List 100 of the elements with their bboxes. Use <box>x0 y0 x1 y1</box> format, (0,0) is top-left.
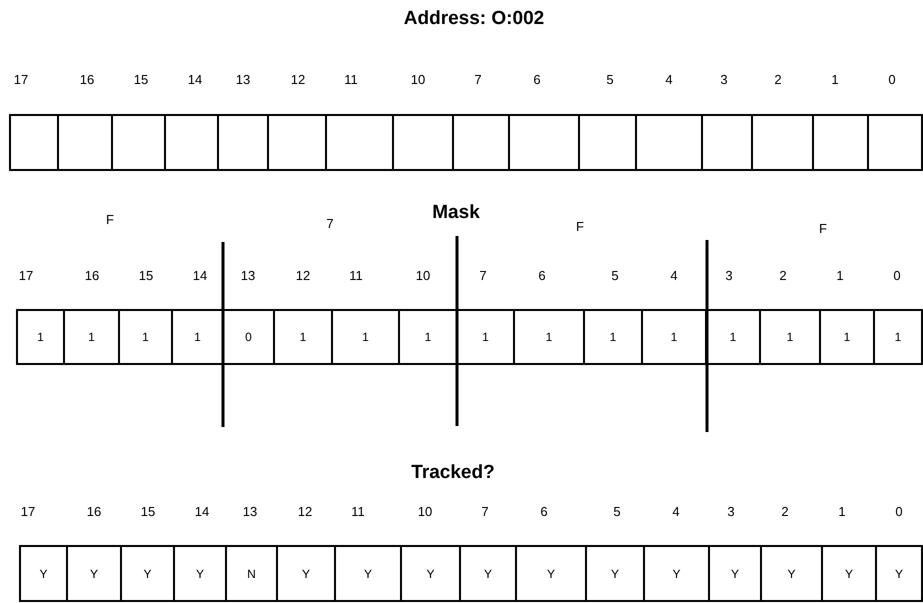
bit-cell: Y <box>173 545 227 602</box>
empty-bit-cell <box>578 114 637 171</box>
bit-number: 4 <box>672 504 680 520</box>
empty-bit-cell <box>57 114 113 171</box>
bit-number: 6 <box>540 504 548 520</box>
bit-number: 16 <box>80 72 94 88</box>
bit-cell: 1 <box>171 309 224 365</box>
bit-number: 1 <box>831 72 839 88</box>
bit-number: 2 <box>774 72 782 88</box>
bit-number: 7 <box>481 504 489 520</box>
bit-number: 12 <box>290 72 306 88</box>
empty-bit-cell <box>508 114 580 171</box>
bit-cell: 1 <box>583 309 643 365</box>
bit-number: 15 <box>140 504 156 520</box>
bit-cell: 1 <box>331 309 400 365</box>
empty-bit-cell <box>812 114 869 171</box>
bit-cell: 1 <box>759 309 821 365</box>
bit-cell: 0 <box>222 309 275 365</box>
bit-cell: Y <box>19 545 68 602</box>
empty-bit-cell <box>325 114 394 171</box>
empty-bit-cell <box>751 114 814 171</box>
bit-cell: 1 <box>273 309 333 365</box>
bit-number: 3 <box>727 504 735 520</box>
bit-cell: Y <box>643 545 710 602</box>
bit-number: 5 <box>606 72 614 88</box>
bit-cell: Y <box>760 545 823 602</box>
bit-cell: 1 <box>398 309 458 365</box>
bit-number: 6 <box>533 72 541 88</box>
bit-number: 13 <box>236 72 250 88</box>
diagram-title: Address: O:002 <box>404 8 544 30</box>
hex-digit: F <box>819 221 827 237</box>
bit-cell: Y <box>276 545 336 602</box>
bit-number: 2 <box>781 504 789 520</box>
bit-number: 14 <box>188 72 202 88</box>
bit-number: 10 <box>418 504 432 520</box>
bit-cell: Y <box>708 545 762 602</box>
bit-number: 3 <box>720 72 728 88</box>
bit-number: 16 <box>84 268 100 284</box>
bit-number: 0 <box>893 268 901 284</box>
bit-number: 5 <box>613 504 621 520</box>
bit-number: 15 <box>138 268 154 284</box>
bit-cell: Y <box>515 545 587 602</box>
bit-number: 17 <box>14 72 28 88</box>
bit-cell: 1 <box>819 309 875 365</box>
bit-number: 11 <box>344 72 358 88</box>
bit-number: 17 <box>18 268 34 284</box>
bit-cell: Y <box>459 545 517 602</box>
empty-bit-cell <box>217 114 269 171</box>
bit-number: 14 <box>192 268 208 284</box>
bit-cell: Y <box>120 545 175 602</box>
bit-number: 15 <box>134 72 148 88</box>
bit-number: 13 <box>242 504 258 520</box>
bit-cell: Y <box>875 545 923 602</box>
bit-number: 1 <box>836 268 844 284</box>
bit-number: 10 <box>416 268 430 284</box>
bit-cell: Y <box>334 545 402 602</box>
bit-cell: 1 <box>118 309 173 365</box>
bit-number: 7 <box>474 72 482 88</box>
hex-digit: F <box>106 212 114 228</box>
bit-cell: Y <box>585 545 645 602</box>
bit-cell: N <box>225 545 278 602</box>
hex-digit: F <box>576 219 584 235</box>
bit-number: 12 <box>298 504 312 520</box>
bit-number: 17 <box>20 504 36 520</box>
bit-cell: 1 <box>513 309 585 365</box>
bit-cell: 1 <box>641 309 707 365</box>
empty-bit-cell <box>111 114 166 171</box>
bit-cell: 1 <box>873 309 923 365</box>
bit-cell: Y <box>821 545 877 602</box>
empty-bit-cell <box>392 114 454 171</box>
bit-cell: 1 <box>63 309 120 365</box>
bit-number: 3 <box>725 268 733 284</box>
bit-number: 0 <box>895 504 903 520</box>
bit-cell: Y <box>400 545 461 602</box>
bit-number: 4 <box>670 268 678 284</box>
bit-number: 1 <box>838 504 846 520</box>
empty-bit-cell <box>635 114 703 171</box>
empty-bit-cell <box>701 114 753 171</box>
bit-number: 7 <box>479 268 487 284</box>
empty-bit-cell <box>452 114 510 171</box>
bit-number: 5 <box>611 268 619 284</box>
section-heading: Mask <box>432 202 480 224</box>
empty-bit-cell <box>164 114 219 171</box>
bit-number: 14 <box>194 504 210 520</box>
bit-number: 2 <box>779 268 787 284</box>
bit-number: 13 <box>240 268 256 284</box>
section-heading: Tracked? <box>411 462 495 484</box>
bit-cell: 1 <box>16 309 65 365</box>
bit-number: 4 <box>665 72 673 88</box>
bit-number: 0 <box>888 72 896 88</box>
bit-number: 6 <box>538 268 546 284</box>
bit-number: 10 <box>410 72 426 88</box>
bit-number: 16 <box>86 504 102 520</box>
bit-number: 12 <box>296 268 310 284</box>
empty-bit-cell <box>867 114 923 171</box>
empty-bit-cell <box>9 114 59 171</box>
hex-digit: 7 <box>326 216 334 232</box>
empty-bit-cell <box>267 114 327 171</box>
bit-number: 11 <box>349 268 363 284</box>
bit-cell: 1 <box>456 309 515 365</box>
